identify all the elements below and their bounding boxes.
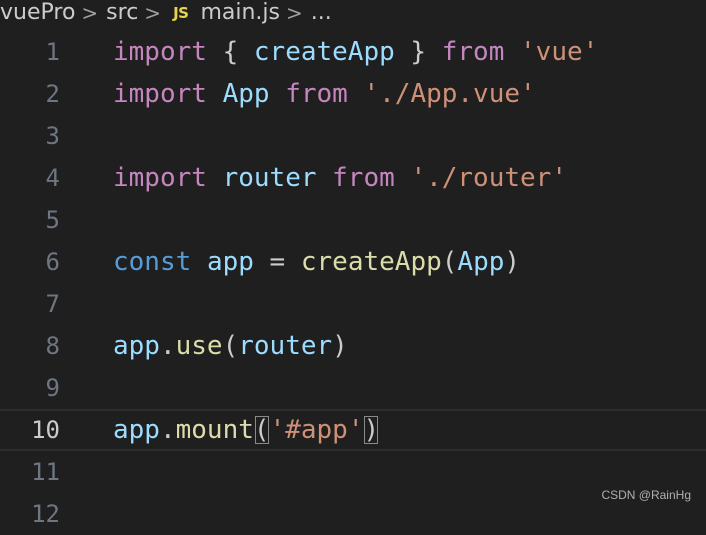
line-number: 3: [45, 122, 60, 150]
code-token: app: [113, 415, 160, 445]
code-token: use: [175, 331, 223, 361]
code-token: import: [113, 163, 207, 193]
code-token: [395, 163, 411, 193]
code-area[interactable]: 1 import { createApp } from 'vue' 2 import …: [0, 31, 706, 535]
line-number: 9: [45, 374, 60, 402]
chevron-right-icon: >: [286, 1, 303, 25]
code-token: (: [441, 247, 458, 277]
code-token: from: [441, 37, 505, 67]
chevron-right-icon: >: [81, 1, 99, 25]
line-number: 7: [45, 290, 60, 318]
breadcrumb-more[interactable]: ...: [310, 0, 332, 25]
code-line[interactable]: 7: [0, 283, 706, 325]
code-text[interactable]: import App from './App.vue': [113, 73, 536, 115]
code-token: from: [285, 79, 348, 109]
code-line[interactable]: 4 import router from './router': [0, 157, 706, 199]
code-token: createApp: [253, 37, 395, 67]
code-token: .: [159, 331, 176, 361]
code-line[interactable]: 12: [0, 493, 706, 535]
code-token: }: [394, 37, 442, 67]
code-token: from: [332, 163, 395, 193]
code-token: router: [238, 331, 333, 361]
code-token: mount: [175, 415, 254, 445]
code-line[interactable]: 8 app.use(router): [0, 325, 706, 367]
code-token: [207, 79, 223, 109]
code-token: (: [222, 331, 239, 361]
code-token: './router': [410, 163, 567, 193]
line-number: 10: [31, 416, 60, 444]
code-token: './App.vue': [363, 79, 536, 109]
watermark: CSDN @RainHg: [601, 488, 691, 502]
code-token: =: [253, 247, 301, 277]
code-text[interactable]: import router from './router': [113, 157, 567, 199]
code-line[interactable]: 10 app.mount('#app'): [0, 409, 706, 451]
breadcrumb: vuePro > src > JS main.js > ...: [0, 0, 332, 26]
line-number: 5: [45, 206, 60, 234]
code-line[interactable]: 1 import { createApp } from 'vue': [0, 31, 706, 73]
breadcrumb-folder-src[interactable]: src: [106, 0, 139, 25]
line-number: 8: [45, 332, 60, 360]
code-token: app: [113, 331, 160, 361]
code-token: [191, 247, 207, 277]
code-token: 'vue': [520, 37, 599, 67]
code-line[interactable]: 11: [0, 451, 706, 493]
code-token: [504, 37, 520, 67]
line-number: 11: [31, 458, 60, 486]
line-number: 2: [45, 80, 60, 108]
line-number: 1: [45, 38, 60, 66]
code-token: {: [206, 37, 254, 67]
code-line[interactable]: 9: [0, 367, 706, 409]
code-token: createApp: [300, 247, 442, 277]
code-text[interactable]: const app = createApp(App): [113, 241, 520, 283]
code-token: .: [159, 415, 176, 445]
line-number: 4: [45, 164, 60, 192]
code-token: [207, 163, 223, 193]
code-token: ): [363, 415, 380, 445]
code-token: app: [206, 247, 254, 277]
code-line[interactable]: 5: [0, 199, 706, 241]
code-text[interactable]: app.mount('#app'): [113, 411, 379, 449]
javascript-file-icon: JS: [173, 4, 189, 22]
code-token: ): [504, 247, 521, 277]
code-line[interactable]: 2 import App from './App.vue': [0, 73, 706, 115]
chevron-right-icon: >: [144, 1, 162, 25]
code-token: import: [113, 37, 207, 67]
line-number: 12: [31, 500, 60, 528]
code-token: router: [222, 163, 317, 193]
code-token: [270, 79, 286, 109]
code-text[interactable]: app.use(router): [113, 325, 348, 367]
code-text[interactable]: import { createApp } from 'vue': [113, 31, 598, 73]
code-token: App: [457, 247, 505, 277]
code-token: [317, 163, 333, 193]
breadcrumb-folder-vuepro[interactable]: vuePro: [0, 0, 76, 25]
code-token: [348, 79, 364, 109]
code-token: App: [222, 79, 270, 109]
code-token: '#app': [269, 415, 364, 445]
breadcrumb-file-main-js[interactable]: main.js: [200, 0, 280, 25]
line-number: 6: [45, 248, 60, 276]
code-line[interactable]: 6 const app = createApp(App): [0, 241, 706, 283]
code-line[interactable]: 3: [0, 115, 706, 157]
code-token: ): [332, 331, 348, 361]
code-token: import: [113, 79, 207, 109]
code-token: (: [253, 415, 270, 445]
code-token: const: [113, 247, 192, 277]
